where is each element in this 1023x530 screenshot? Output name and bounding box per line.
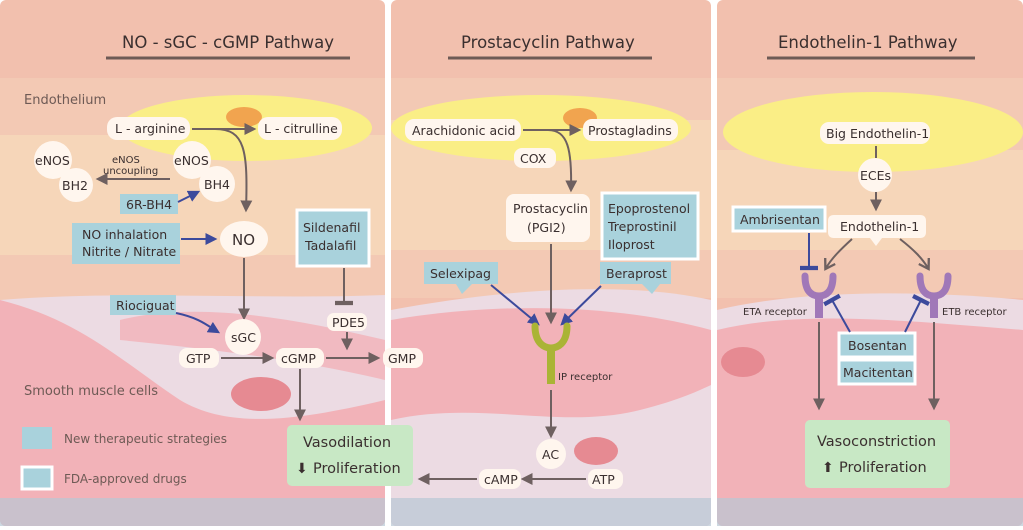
no-node: NO	[232, 231, 255, 249]
endothelium-label: Endothelium	[24, 93, 106, 108]
legend-new-swatch	[22, 427, 52, 449]
bh4-node: BH4	[204, 177, 230, 192]
ip-receptor-label: IP receptor	[558, 372, 613, 383]
vasodilation-outcome-box	[287, 425, 413, 486]
up-arrow-icon: ⬆	[822, 460, 834, 476]
bosentan-label: Bosentan	[848, 338, 907, 353]
macitentan-drug-box	[837, 358, 917, 386]
gmp-node: GMP	[388, 351, 416, 366]
title-no-pathway: NO - sGC - cGMP Pathway	[122, 33, 334, 52]
iloprost-label: Iloprost	[608, 237, 655, 252]
6r-bh4-label: 6R-BH4	[126, 197, 172, 212]
big-endothelin-node: Big Endothelin-1	[826, 126, 929, 141]
title-prostacyclin-pathway: Prostacyclin Pathway	[461, 33, 635, 52]
selexipag-label: Selexipag	[430, 266, 491, 281]
arachidonic-acid-node: Arachidonic acid	[412, 123, 515, 138]
prostagladins-node: Prostagladins	[588, 123, 672, 138]
legend-new-label: New therapeutic strategies	[64, 432, 227, 446]
macitentan-label: Macitentan	[843, 365, 913, 380]
proliferation-down-label: Proliferation	[313, 461, 401, 477]
proliferation-up-label: Proliferation	[839, 460, 927, 476]
eta-receptor-label: ETA receptor	[743, 307, 808, 318]
vasoconstriction-outcome-box	[805, 420, 950, 488]
selexipag-callout	[424, 262, 498, 294]
tadalafil-label: Tadalafil	[304, 238, 356, 253]
riociguat-drug-box	[110, 295, 176, 315]
vasoconstriction-label: Vasoconstriction	[817, 434, 936, 450]
endothelin-1-label: Endothelin-1	[840, 219, 919, 234]
legend-fda-swatch	[20, 465, 54, 491]
cgmp-node: cGMP	[281, 351, 316, 366]
eta-receptor-icon	[801, 272, 837, 318]
epoprostenol-drug-box	[600, 191, 700, 261]
sildenafil-label: Sildenafil	[303, 220, 360, 235]
ac-node: AC	[542, 447, 559, 462]
ip-receptor-icon	[531, 322, 571, 384]
l-citrulline-node: L - citrulline	[264, 121, 338, 136]
vasodilation-label: Vasodilation	[303, 435, 391, 451]
treprostinil-label: Treprostinil	[607, 219, 677, 234]
enos-left-node: eNOS	[35, 153, 70, 168]
epoprostenol-label: Epoprostenol	[608, 201, 690, 216]
ambrisentan-label: Ambrisentan	[740, 212, 820, 227]
etb-receptor-label: ETB receptor	[942, 307, 1008, 318]
no-inhalation-label-1: NO inhalation	[82, 227, 167, 242]
etb-receptor-icon	[916, 272, 952, 318]
l-arginine-node: L - arginine	[115, 121, 186, 136]
bosentan-drug-box	[837, 331, 917, 359]
no-inhalation-label-2: Nitrite / Nitrate	[82, 244, 177, 259]
gtp-node: GTP	[186, 351, 211, 366]
eces-node: ECEs	[860, 168, 891, 183]
smooth-muscle-label: Smooth muscle cells	[24, 384, 158, 399]
title-endothelin-pathway: Endothelin-1 Pathway	[778, 33, 958, 52]
cox-node: COX	[520, 151, 547, 166]
6r-bh4-drug-box	[120, 194, 178, 214]
sildenafil-drug-box	[295, 208, 371, 268]
prostacyclin-node-1: Prostacyclin	[513, 201, 588, 216]
uncoupling-label-2: uncoupling	[103, 166, 158, 177]
beraprost-callout	[600, 262, 671, 294]
pde5-node: PDE5	[332, 315, 365, 330]
enos-right-node: eNOS	[174, 153, 209, 168]
ambrisentan-drug-box	[731, 205, 827, 233]
uncoupling-label-1: eNOS	[112, 155, 140, 166]
endothelin-1-node	[828, 215, 926, 246]
down-arrow-icon: ⬇	[296, 461, 308, 477]
bh2-node: BH2	[62, 178, 88, 193]
prostacyclin-node-2: (PGI2)	[527, 220, 566, 235]
beraprost-label: Beraprost	[606, 266, 667, 281]
atp-node: ATP	[592, 472, 615, 487]
sgc-node: sGC	[231, 330, 256, 345]
legend-fda-label: FDA-approved drugs	[64, 472, 187, 486]
camp-node: cAMP	[484, 472, 518, 487]
riociguat-label: Riociguat	[116, 298, 175, 313]
no-inhalation-drug-box	[72, 223, 180, 264]
